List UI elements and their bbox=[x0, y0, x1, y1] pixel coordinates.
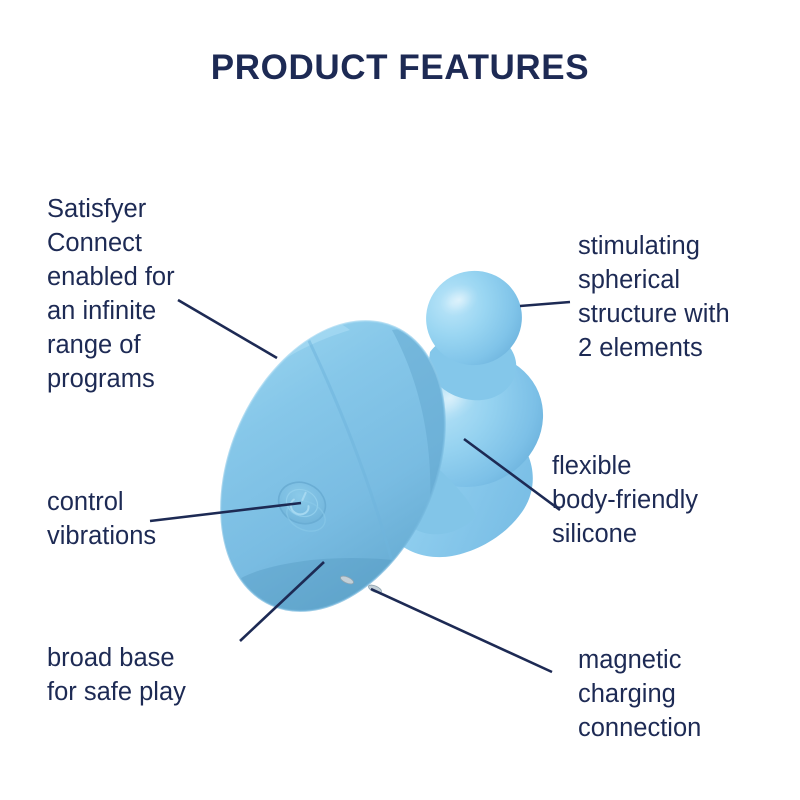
callout-flexible-silicone: flexible body-friendly silicone bbox=[552, 452, 698, 548]
callout-satisfyer-connect: Satisfyer Connect enabled for an infinit… bbox=[47, 195, 175, 393]
callout-magnetic-charging: magnetic charging connection bbox=[578, 646, 702, 742]
callout-control-vibrations: control vibrations bbox=[47, 488, 157, 550]
product-bulb-upper bbox=[426, 270, 522, 366]
callout-broad-base: broad base for safe play bbox=[47, 644, 186, 706]
callout-spherical-structure: stimulating spherical structure with 2 e… bbox=[578, 232, 730, 362]
page-title: PRODUCT FEATURES bbox=[210, 48, 590, 87]
